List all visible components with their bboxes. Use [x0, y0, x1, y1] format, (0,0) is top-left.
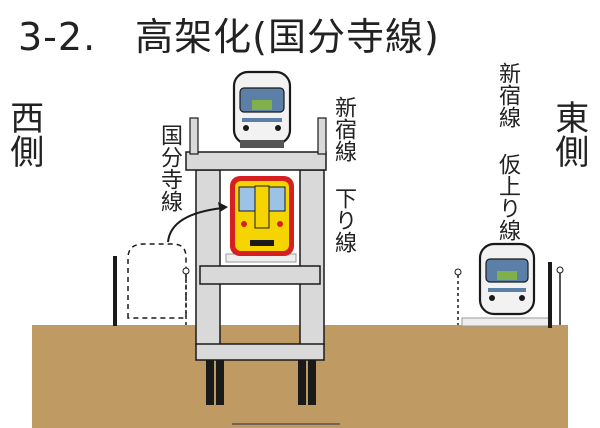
left-fence — [113, 256, 190, 326]
page-title: 3-2. 高架化(国分寺線) — [18, 15, 440, 59]
shinjuku-down-line-label: 新宿線 下り線 — [331, 96, 356, 253]
east-fence — [454, 262, 564, 328]
train-front-icon — [232, 70, 292, 148]
west-side-label: 西側 — [3, 100, 44, 168]
old-train-outline — [127, 243, 187, 319]
viaduct-structure — [185, 117, 327, 361]
shinjuku-temp-up-line-label: 新宿線 仮上り線 — [495, 62, 520, 241]
train-front-icon — [478, 242, 536, 316]
east-side-label: 東側 — [548, 100, 589, 168]
kokubunji-line-label: 国分寺線 — [157, 124, 182, 212]
arrow-icon — [167, 207, 223, 243]
east-platform — [461, 317, 551, 327]
foundation-piles — [206, 345, 316, 405]
yellow-train-front-icon — [230, 176, 294, 256]
